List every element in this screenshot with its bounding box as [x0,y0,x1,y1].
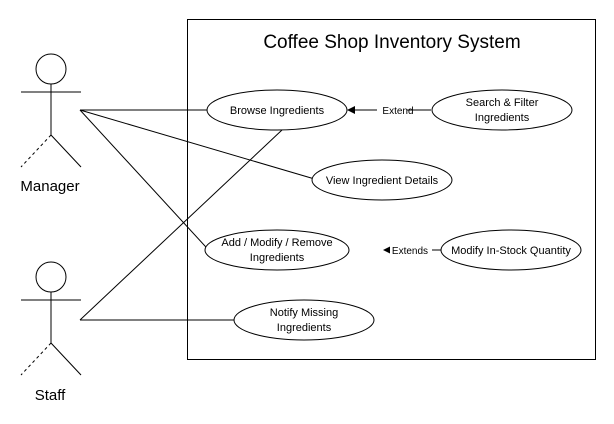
use-case-label: Ingredients [475,112,530,124]
use-case-label: Add / Modify / Remove [221,237,332,249]
system-title: Coffee Shop Inventory System [263,32,520,53]
extend-label-qty: Extends [392,246,428,257]
actor-label: Staff [35,387,66,404]
assoc-manager-view [79,109,319,181]
use-case-label: Ingredients [277,322,332,334]
extend-relationships: Extend Extends [347,103,442,257]
use-case-label: Modify In-Stock Quantity [451,245,571,257]
actor-staff[interactable]: Staff [20,261,82,404]
use-case-modify-in-stock-quantity[interactable]: Modify In-Stock Quantity [440,229,582,271]
actor-head-icon [35,53,67,85]
extend-label-search: Extend [382,106,413,117]
use-case-label: View Ingredient Details [326,175,439,187]
use-case-add-modify-remove-ingredients[interactable]: Add / Modify / Remove Ingredients [204,229,350,271]
use-case-browse-ingredients[interactable]: Browse Ingredients [206,89,348,131]
system-boundary [187,19,596,360]
actor-head-icon [35,261,67,293]
use-case-label: Notify Missing [270,307,338,319]
use-case-view-ingredient-details[interactable]: View Ingredient Details [311,159,453,201]
use-case-label: Ingredients [250,252,305,264]
extends-label-bg [390,243,432,257]
assoc-manager-add-modify-remove [79,109,217,259]
associations [79,109,319,321]
actor-manager[interactable]: Manager [20,53,82,195]
use-case-notify-missing-ingredients[interactable]: Notify Missing Ingredients [233,299,375,341]
use-case-label: Browse Ingredients [230,105,325,117]
extend-label-bg [377,103,407,117]
use-case-label: Search & Filter [466,97,539,109]
actor-label: Manager [20,178,79,195]
assoc-staff-browse [79,129,283,321]
use-case-search-filter-ingredients[interactable]: Search & Filter Ingredients [431,89,573,131]
